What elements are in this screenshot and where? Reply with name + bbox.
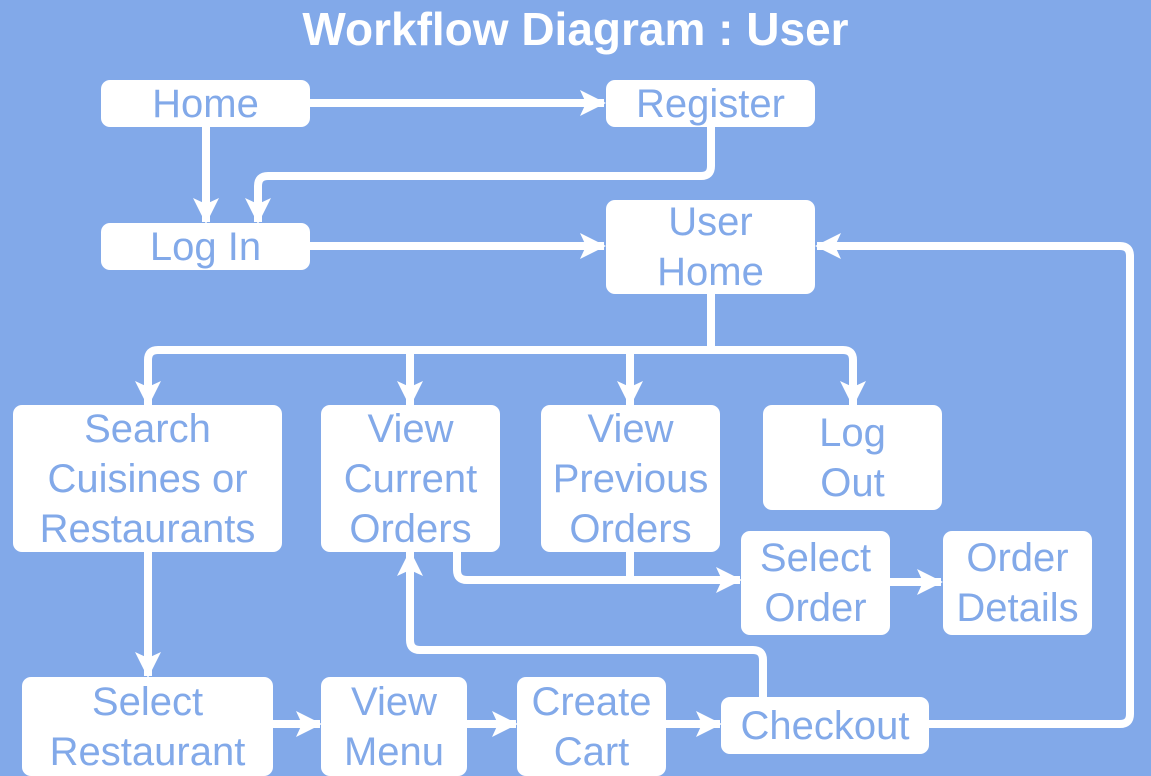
node-view-menu: View Menu — [321, 677, 467, 776]
node-checkout: Checkout — [721, 697, 929, 754]
edge-register-to-login — [245, 127, 715, 224]
node-user-home: User Home — [606, 200, 815, 294]
node-log-in-label: Log In — [149, 224, 262, 269]
node-search-cuisines-restaurants: Search Cuisines or Restaurants — [13, 405, 282, 552]
node-log-in: Log In — [101, 223, 310, 270]
node-checkout-label: Checkout — [740, 703, 910, 748]
node-register: Register — [606, 80, 815, 127]
node-log-out-label: Log Out — [819, 410, 886, 505]
node-home-label: Home — [152, 81, 259, 126]
node-create-cart: Create Cart — [517, 677, 666, 776]
edge-userhome-to-search — [135, 346, 711, 407]
node-view-current-orders-label: View Current Orders — [343, 406, 478, 551]
edge-userhome-to-logout — [711, 346, 866, 407]
node-home: Home — [101, 80, 310, 127]
node-select-order: Select Order — [741, 531, 890, 635]
node-register-label: Register — [636, 81, 785, 126]
node-order-details-label: Order Details — [956, 536, 1079, 630]
node-select-restaurant-label: Select Restaurant — [49, 679, 246, 774]
node-view-previous-orders: View Previous Orders — [541, 405, 720, 552]
edge-view-current-to-select-order — [453, 552, 742, 593]
node-select-restaurant: Select Restaurant — [22, 677, 273, 776]
edge-checkout-to-view-current — [397, 550, 767, 697]
diagram-title: Workflow Diagram : User — [302, 3, 849, 55]
node-log-out: Log Out — [763, 405, 942, 510]
node-create-cart-label: Create Cart — [531, 679, 652, 774]
node-search-label: Search Cuisines or Restaurants — [39, 406, 256, 551]
node-user-home-label: User Home — [657, 200, 764, 294]
node-view-previous-orders-label: View Previous Orders — [552, 406, 709, 551]
node-view-menu-label: View Menu — [343, 679, 445, 774]
node-view-current-orders: View Current Orders — [321, 405, 500, 552]
edge-checkout-to-userhome — [815, 233, 1134, 728]
node-order-details: Order Details — [943, 531, 1092, 635]
node-select-order-label: Select Order — [759, 536, 872, 630]
